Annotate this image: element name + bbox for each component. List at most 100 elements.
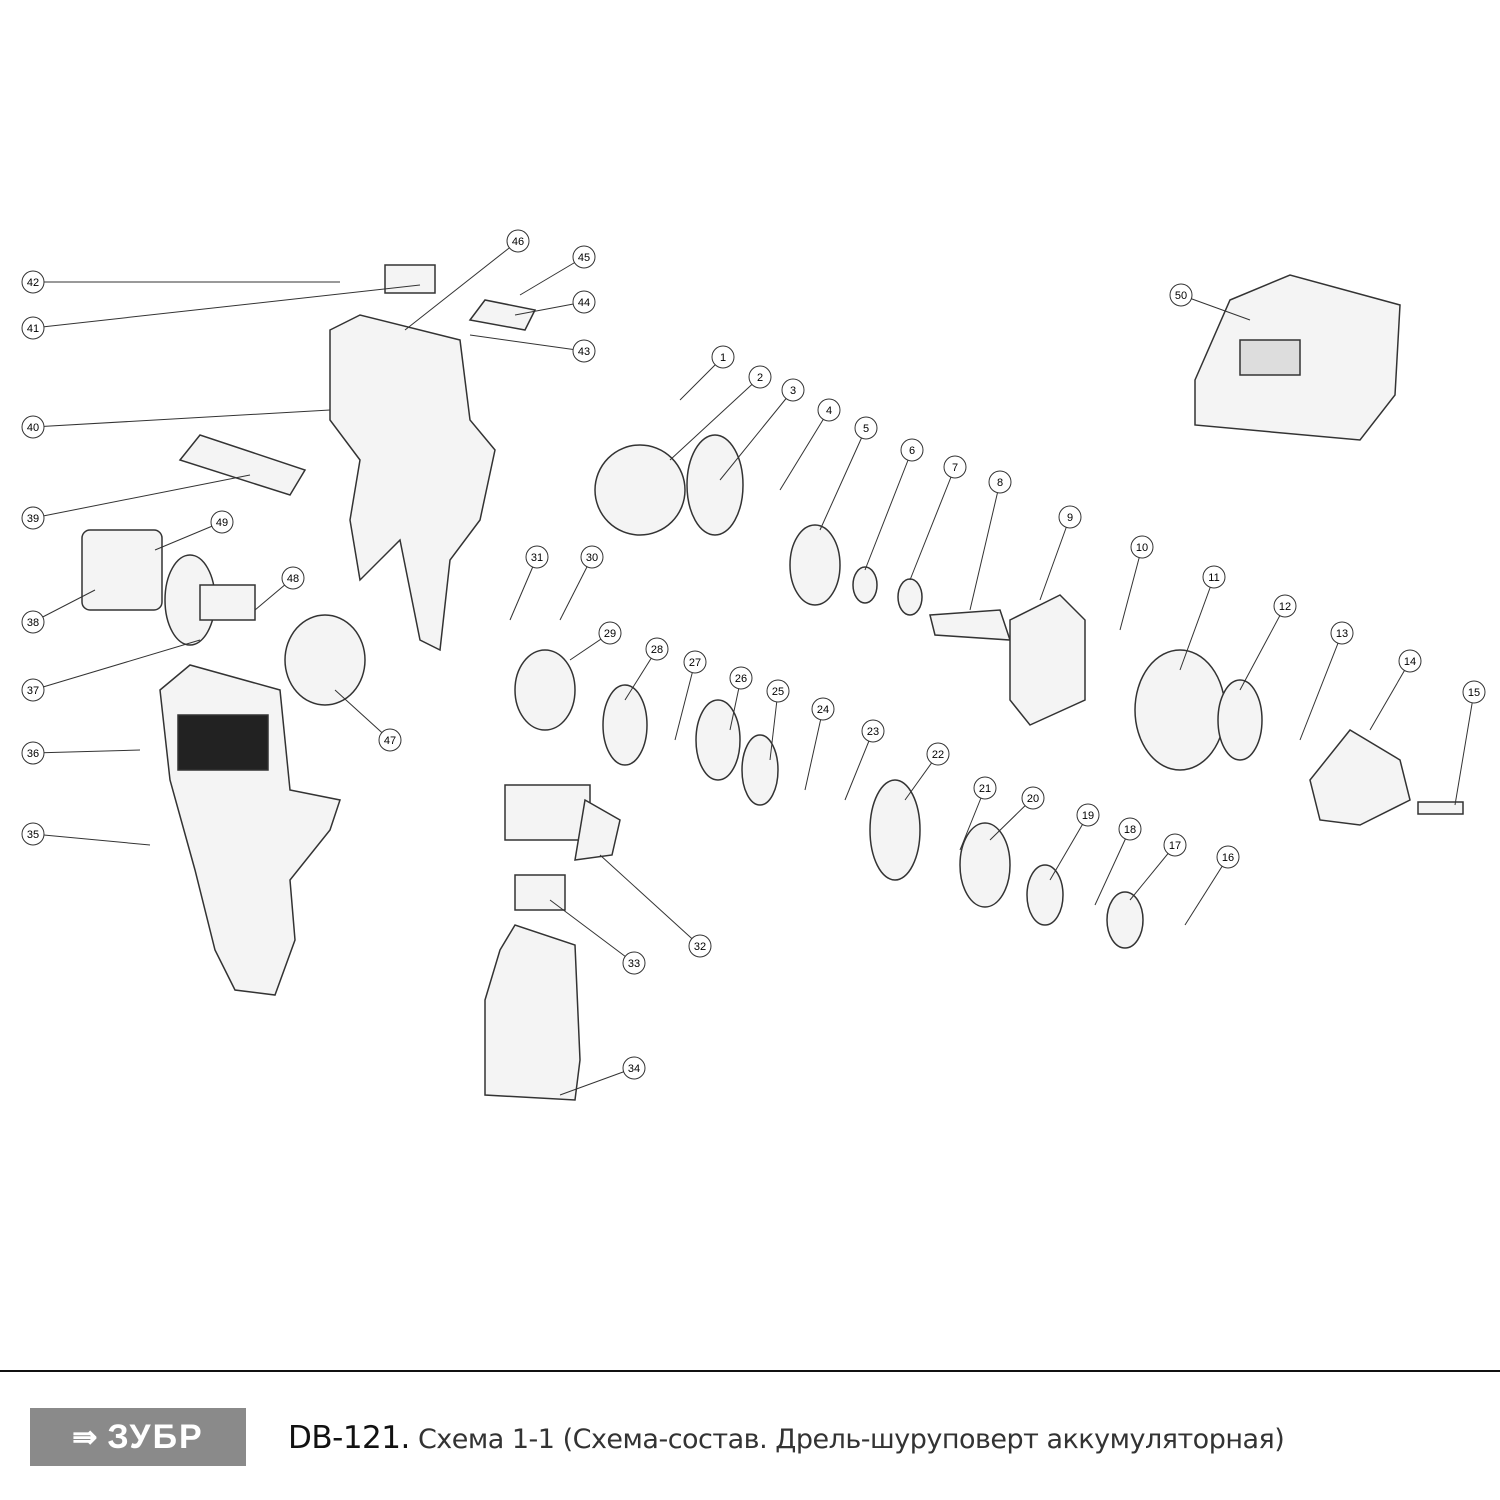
part-callout-42: 42 <box>21 270 45 294</box>
callout-number: 36 <box>27 748 39 760</box>
leader-line <box>804 708 824 791</box>
front-cover-9 <box>1009 594 1086 726</box>
callout-circle <box>1398 649 1422 673</box>
leader-line <box>669 376 761 461</box>
callout-number: 32 <box>694 941 706 953</box>
part-callout-29: 29 <box>598 621 622 645</box>
part-callout-32: 32 <box>688 934 712 958</box>
part-callout-8: 8 <box>988 470 1012 494</box>
callout-circle <box>926 742 950 766</box>
callout-circle <box>900 438 924 462</box>
callout-circle <box>622 951 646 975</box>
callout-number: 31 <box>531 552 543 564</box>
callout-number: 43 <box>578 346 590 358</box>
callout-number: 19 <box>1082 810 1094 822</box>
leader-line <box>32 409 331 428</box>
callout-number: 8 <box>997 477 1003 489</box>
part-callout-2: 2 <box>748 365 772 389</box>
callout-circle <box>973 776 997 800</box>
part-callout-25: 25 <box>766 679 790 703</box>
part-callout-20: 20 <box>1021 786 1045 810</box>
part-callout-31: 31 <box>525 545 549 569</box>
callout-number: 2 <box>757 372 763 384</box>
callout-circle <box>766 679 790 703</box>
leader-line <box>154 521 223 551</box>
leader-line <box>32 474 251 519</box>
callout-circle <box>1202 565 1226 589</box>
callout-circle <box>861 719 885 743</box>
callout-circle <box>748 365 772 389</box>
callout-number: 15 <box>1468 687 1480 699</box>
callout-circle <box>1273 594 1297 618</box>
leader-line <box>549 899 635 964</box>
callout-circle <box>1021 786 1045 810</box>
housing-window <box>177 714 269 771</box>
callout-circle <box>210 510 234 534</box>
part-callout-11: 11 <box>1202 565 1226 589</box>
callout-number: 40 <box>27 422 39 434</box>
part-callout-5: 5 <box>854 416 878 440</box>
callout-number: 17 <box>1169 840 1181 852</box>
callout-circle <box>572 339 596 363</box>
callout-circle <box>683 650 707 674</box>
caption-description: Схема 1-1 (Схема-состав. Дрель-шуруповер… <box>409 1424 1285 1455</box>
leader-line <box>519 256 585 296</box>
callout-number: 5 <box>863 423 869 435</box>
part-callout-10: 10 <box>1130 535 1154 559</box>
callout-number: 42 <box>27 277 39 289</box>
callout-circle <box>506 229 530 253</box>
part-callout-3: 3 <box>781 378 805 402</box>
motor-cover <box>81 529 163 611</box>
callout-number: 38 <box>27 617 39 629</box>
leader-line <box>514 301 585 316</box>
callout-number: 50 <box>1175 290 1187 302</box>
part-callout-18: 18 <box>1118 817 1142 841</box>
part-callout-4: 4 <box>817 398 841 422</box>
leader-line <box>32 284 421 329</box>
callout-circle <box>21 610 45 634</box>
callout-number: 21 <box>979 783 991 795</box>
callout-number: 45 <box>578 252 590 264</box>
callout-circle <box>580 545 604 569</box>
part-callout-33: 33 <box>622 951 646 975</box>
callout-number: 12 <box>1279 601 1291 613</box>
callout-circle <box>572 290 596 314</box>
callout-number: 44 <box>578 297 590 309</box>
callout-circle <box>811 697 835 721</box>
callout-number: 33 <box>628 958 640 970</box>
contact-33 <box>514 874 566 911</box>
part-callout-26: 26 <box>729 666 753 690</box>
logo-arrow-icon: ⇛ <box>72 1420 100 1454</box>
bearing-6 <box>852 566 878 604</box>
torque-collar-11 <box>1134 649 1226 771</box>
callout-circle <box>21 415 45 439</box>
leader-line <box>1119 546 1143 631</box>
callout-number: 3 <box>790 385 796 397</box>
leader-line <box>32 833 151 846</box>
leader-line <box>909 466 956 581</box>
part-callout-36: 36 <box>21 741 45 765</box>
callout-circle <box>1462 680 1486 704</box>
part-callout-40: 40 <box>21 415 45 439</box>
leader-line <box>1179 576 1215 671</box>
armature <box>199 584 256 621</box>
callout-circle <box>21 822 45 846</box>
leader-line <box>599 854 701 947</box>
leader-line <box>844 730 874 801</box>
callout-number: 13 <box>1336 628 1348 640</box>
gear-ring-2 <box>594 444 686 536</box>
callout-number: 27 <box>689 657 701 669</box>
leader-line <box>32 589 96 623</box>
callout-number: 4 <box>826 405 832 417</box>
callout-circle <box>598 621 622 645</box>
callouts: 1234567891011121314151617181920212223242… <box>21 229 1486 1080</box>
leader-line <box>334 689 391 741</box>
leader-line <box>1239 605 1286 691</box>
callout-number: 11 <box>1208 572 1219 584</box>
leader-line <box>1299 632 1343 741</box>
leader-line <box>719 389 794 481</box>
part-callout-15: 15 <box>1462 680 1486 704</box>
part-callout-9: 9 <box>1058 505 1082 529</box>
spindle-8 <box>929 609 1012 641</box>
callout-circle <box>21 678 45 702</box>
